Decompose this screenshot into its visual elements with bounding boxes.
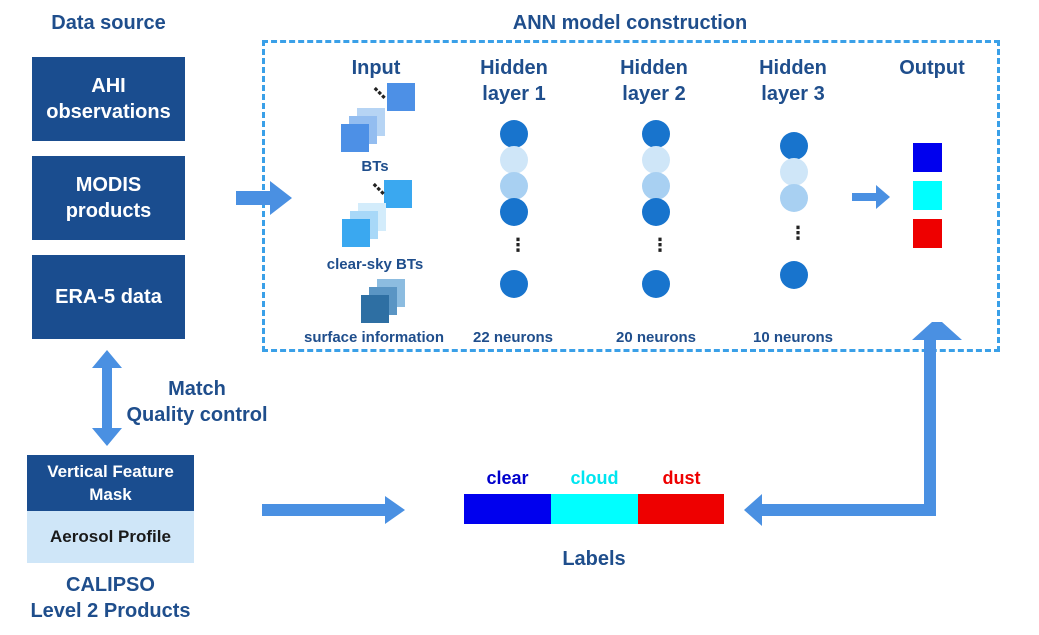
output-title: Output — [899, 57, 965, 79]
input-label-clear-sky: clear-sky BTs — [326, 256, 424, 273]
layer1-neuron — [500, 270, 528, 298]
surface-info-square — [361, 295, 389, 323]
label-segment-clear — [464, 494, 551, 524]
layer2-neuron — [642, 120, 670, 148]
label-segment-cloud — [551, 494, 638, 524]
arrow-right-icon — [262, 496, 405, 524]
layer2-neuron — [642, 172, 670, 200]
match-quality-label: Match Quality control — [126, 378, 268, 426]
feedback-arrow-icon — [744, 322, 962, 526]
layer1-neuron — [500, 198, 528, 226]
output-square-cloud — [913, 181, 942, 210]
clear-sky-bt-square — [384, 180, 412, 208]
layer1-neuron — [500, 146, 528, 174]
input-title: Input — [351, 57, 401, 79]
clear-sky-bt-square — [342, 219, 370, 247]
calipso-caption: CALIPSO Level 2 Products — [30, 574, 191, 622]
layer1-neuron — [500, 120, 528, 148]
layer2-neuron — [642, 146, 670, 174]
layer1-neuron-count: 22 neurons — [472, 329, 554, 346]
layer2-neuron — [642, 270, 670, 298]
layer1-neuron — [500, 172, 528, 200]
input-label-bts: BTs — [361, 158, 389, 175]
label-dust-text: dust — [662, 468, 701, 488]
ahi-observations-box: AHI observations — [32, 57, 185, 141]
layer3-neuron-count: 10 neurons — [752, 329, 834, 346]
label-clear-text: clear — [486, 468, 529, 488]
label-cloud-text: cloud — [570, 468, 619, 488]
layer2-neuron — [642, 198, 670, 226]
labels-caption: Labels — [562, 548, 626, 570]
vertical-feature-mask-box: Vertical Feature Mask — [27, 455, 194, 511]
hidden-layer-3-title: Hidden layer 3 — [759, 57, 827, 105]
hidden-layer-1-title: Hidden layer 1 — [480, 57, 548, 105]
layer3-neuron — [780, 132, 808, 160]
bt-square — [341, 124, 369, 152]
output-square-clear — [913, 143, 942, 172]
label-segment-dust — [638, 494, 724, 524]
bt-square — [387, 83, 415, 111]
layer3-neuron — [780, 158, 808, 186]
layer3-neuron — [780, 261, 808, 289]
arrow-right-icon — [852, 185, 890, 209]
input-label-surface: surface information — [303, 329, 445, 346]
aerosol-profile-box: Aerosol Profile — [27, 511, 194, 563]
hidden-layer-2-title: Hidden layer 2 — [620, 57, 688, 105]
era5-data-box: ERA-5 data — [32, 255, 185, 339]
data-source-title: Data source — [51, 12, 166, 34]
double-arrow-icon — [92, 350, 122, 446]
layer2-neuron-count: 20 neurons — [615, 329, 697, 346]
modis-products-box: MODIS products — [32, 156, 185, 240]
ann-title: ANN model construction — [512, 12, 748, 34]
layer3-neuron — [780, 184, 808, 212]
output-square-dust — [913, 219, 942, 248]
arrow-right-icon — [236, 181, 292, 215]
